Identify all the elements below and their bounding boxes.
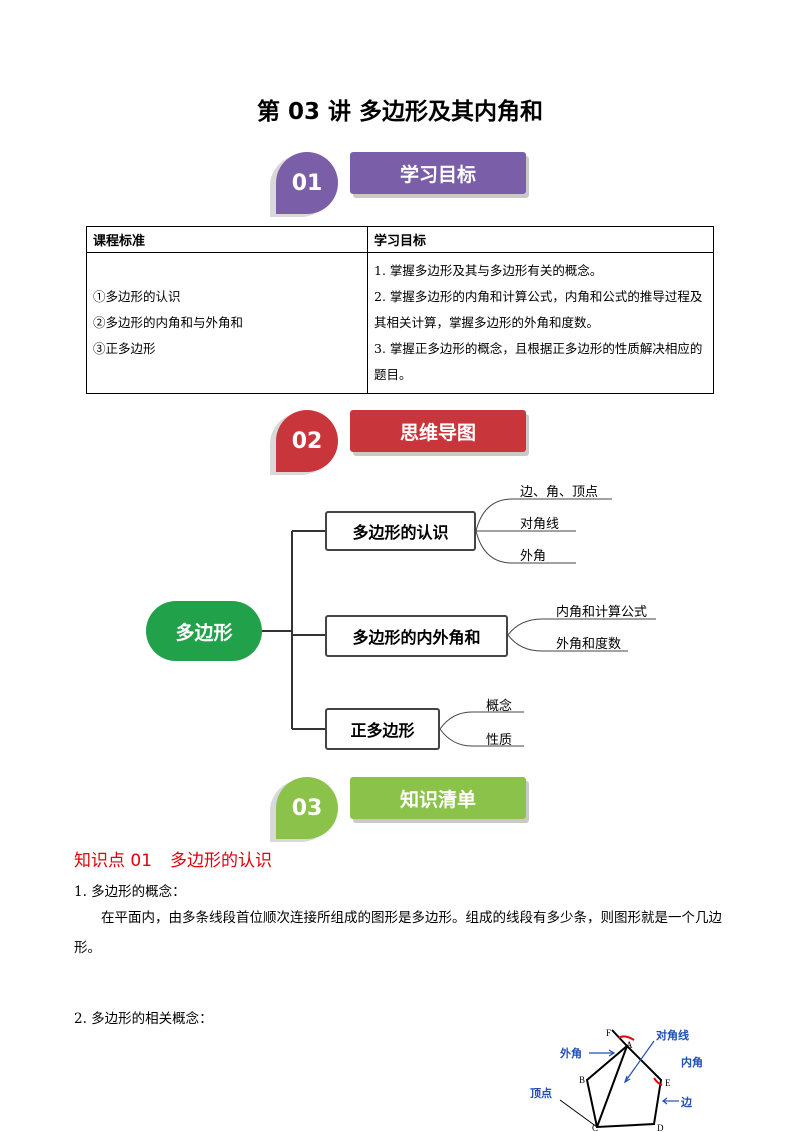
objective-item: 2. 掌握多边形的内角和计算公式，内角和公式的推导过程及其相关计算，掌握多边形的… (374, 289, 703, 330)
figure-label-side: 边 (680, 1095, 693, 1109)
mindmap-leaf: 外角 (520, 549, 547, 564)
section-label: 学习目标 (350, 152, 526, 194)
section-label: 思维导图 (350, 410, 526, 452)
goals-table: 课程标准 学习目标 ①多边形的认识 ②多边形的内角和与外角和 ③正多边形 1. … (86, 226, 714, 394)
standard-item: ②多边形的内角和与外角和 (93, 315, 244, 330)
objective-item: 3. 掌握正多边形的概念，且根据正多边形的性质解决相应的题目。 (374, 341, 703, 382)
point-label: C (592, 1123, 598, 1132)
item2-heading: 2. 多边形的相关概念： (74, 1011, 213, 1027)
mindmap-root: 多边形 (146, 601, 262, 661)
mindmap-branch-regular: 正多边形 (325, 708, 440, 750)
point-label: A (626, 1040, 633, 1050)
item1-text: 在平面内，由多条线段首位顺次连接所组成的图形是多边形。组成的线段有多少条，则图形… (74, 910, 722, 956)
mindmap-leaf: 概念 (486, 699, 513, 714)
mindmap-branch-angle-sums: 多边形的内外角和 (325, 615, 508, 657)
page-title: 第 03 讲 多边形及其内角和 (256, 99, 544, 125)
standard-item: ③正多边形 (93, 341, 156, 356)
point-label: D (657, 1123, 664, 1132)
standards-cell: ①多边形的认识 ②多边形的内角和与外角和 ③正多边形 (86, 252, 368, 394)
section-label: 知识清单 (350, 777, 526, 819)
point-label: E (665, 1078, 671, 1088)
standard-item: ①多边形的认识 (93, 289, 181, 304)
point-label: F (606, 1028, 611, 1038)
mindmap-leaf: 对角线 (520, 517, 560, 532)
knowledge-point-title: 知识点 01 多边形的认识 (74, 846, 272, 871)
figure-label-exterior: 外角 (559, 1046, 582, 1060)
objective-item: 1. 掌握多边形及其与多边形有关的概念。 (374, 263, 603, 278)
section-number: 02 (276, 410, 338, 472)
table-header-objective: 学习目标 (367, 226, 714, 253)
figure-label-diagonal: 对角线 (656, 1028, 689, 1042)
table-header-standard: 课程标准 (86, 226, 368, 253)
mindmap-leaf: 外角和度数 (556, 637, 622, 652)
mindmap-branch-recognition: 多边形的认识 (325, 511, 476, 551)
knowledge-point-name: 多边形的认识 (170, 851, 273, 871)
figure-label-vertex: 顶点 (530, 1086, 552, 1100)
section-number: 01 (276, 152, 338, 214)
knowledge-point-number: 知识点 01 (74, 851, 153, 871)
section-number: 03 (276, 777, 338, 839)
figure-label-interior: 内角 (681, 1055, 703, 1069)
point-label: B (579, 1075, 585, 1085)
item1-heading: 1. 多边形的概念： (74, 884, 186, 900)
mindmap-leaf: 内角和计算公式 (556, 605, 648, 620)
mindmap-leaf: 边、角、顶点 (520, 485, 599, 500)
mindmap-leaf: 性质 (486, 733, 513, 748)
objectives-cell: 1. 掌握多边形及其与多边形有关的概念。 2. 掌握多边形的内角和计算公式，内角… (367, 252, 714, 394)
